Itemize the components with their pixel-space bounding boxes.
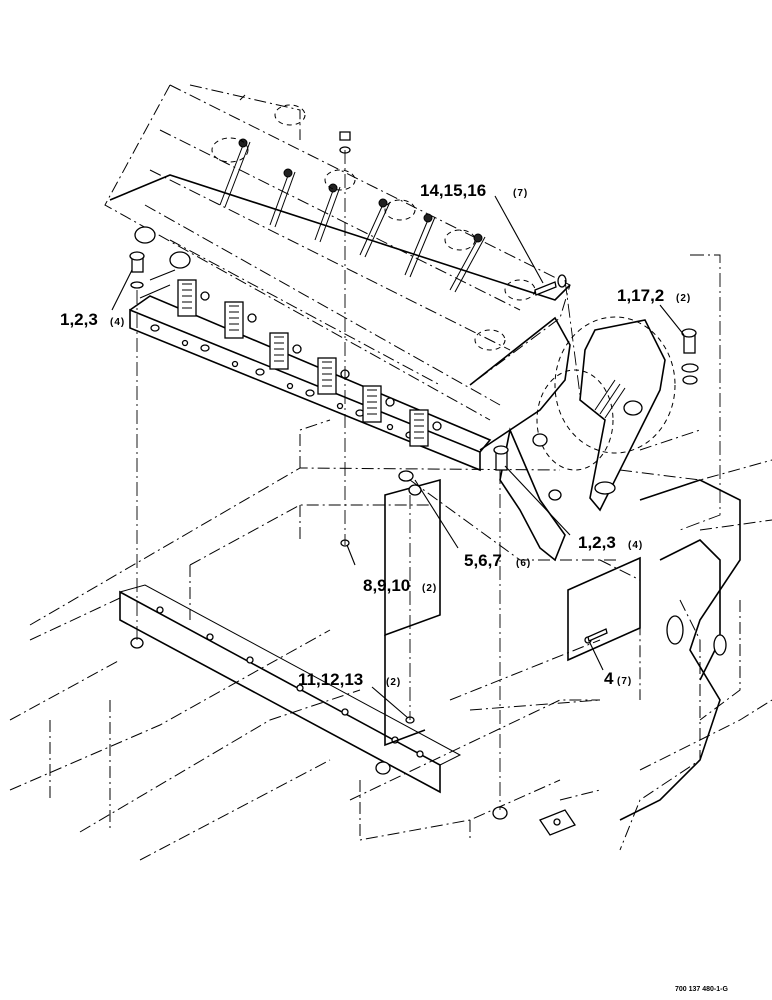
callout-label: 5,6,7 bbox=[464, 551, 502, 570]
callout-1-17-2: 1,17,2 (2) bbox=[617, 286, 691, 305]
callout-qty: (2) bbox=[386, 677, 401, 688]
callout-qty: (7) bbox=[513, 188, 528, 199]
callout-5-6-7: 5,6,7 (6) bbox=[464, 551, 531, 570]
mounting-plate bbox=[567, 556, 641, 662]
drive-sprocket-assembly bbox=[532, 316, 676, 512]
callout-qty: (2) bbox=[676, 293, 691, 304]
callout-label: 14,15,16 bbox=[420, 181, 486, 200]
pickup-rollers bbox=[134, 104, 536, 351]
main-frame-phantom bbox=[9, 419, 772, 861]
callout-4: 4 (7) bbox=[604, 669, 632, 688]
callout-label: 8,9,10 bbox=[363, 576, 410, 595]
callout-11-12-13: 11,12,13 (2) bbox=[298, 670, 401, 689]
callout-label: 1,17,2 bbox=[617, 286, 664, 305]
callout-label: 4 bbox=[604, 669, 614, 688]
callout-qty: (2) bbox=[422, 583, 437, 594]
callout-1-2-3-left: 1,2,3 (4) bbox=[60, 310, 125, 329]
centerlines bbox=[136, 150, 721, 810]
callout-qty: (7) bbox=[617, 676, 632, 687]
drawing-reference-number: 700 137 480-1-G bbox=[675, 986, 728, 993]
leader-lines bbox=[111, 195, 685, 719]
callout-label: 1,2,3 bbox=[60, 310, 98, 329]
callout-label: 1,2,3 bbox=[578, 533, 616, 552]
cross-member bbox=[119, 584, 462, 794]
center-bracket bbox=[384, 478, 441, 747]
callout-qty: (4) bbox=[628, 540, 643, 551]
pickup-assembly bbox=[104, 84, 571, 562]
callout-8-9-10: 8,9,10 (2) bbox=[363, 576, 437, 595]
callout-qty: (6) bbox=[516, 558, 531, 569]
stripper-brackets bbox=[139, 269, 442, 447]
callout-qty: (4) bbox=[110, 317, 125, 328]
callout-label: 11,12,13 bbox=[298, 670, 363, 689]
callout-14-15-16: 14,15,16 (7) bbox=[420, 181, 528, 200]
spring-tines bbox=[219, 138, 486, 293]
side-frame bbox=[619, 479, 741, 821]
callout-1-2-3-right: 1,2,3 (4) bbox=[578, 533, 643, 552]
